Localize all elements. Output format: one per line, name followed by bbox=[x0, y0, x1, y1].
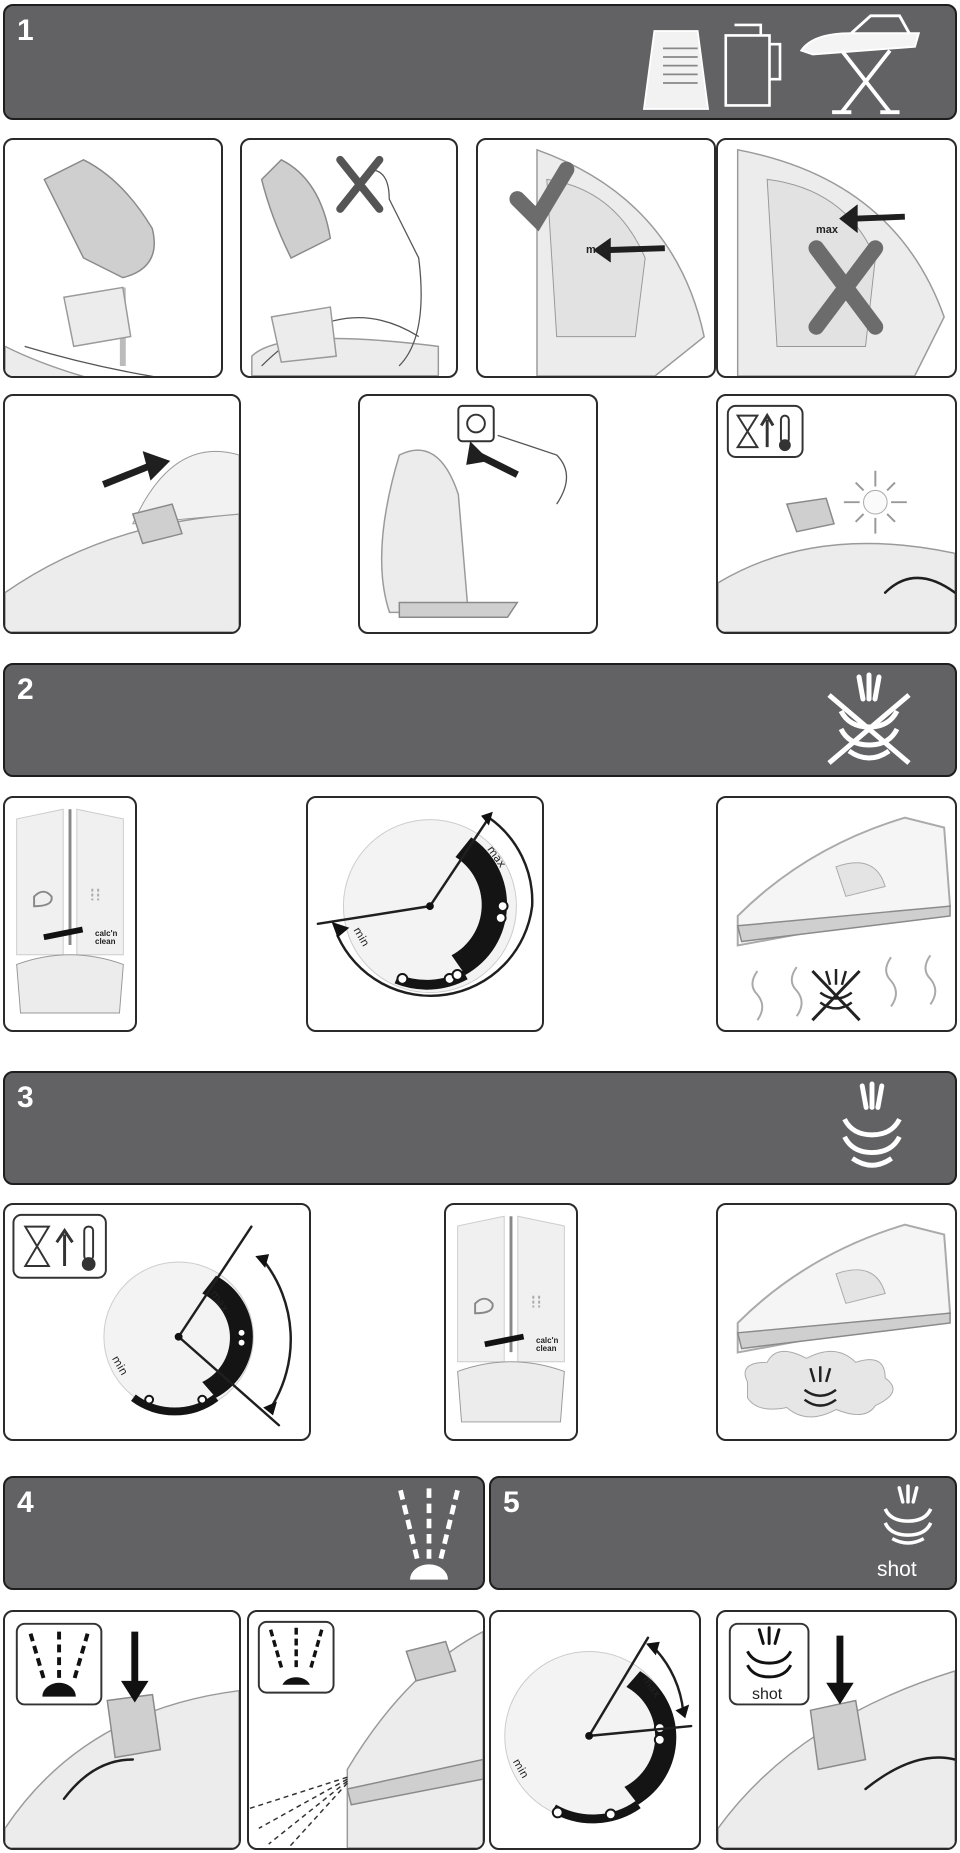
panel-shot-button: shot bbox=[716, 1610, 957, 1850]
step-number: 2 bbox=[17, 673, 34, 706]
step-1-header: 1 bbox=[3, 4, 957, 120]
water-jug-icon bbox=[724, 23, 782, 107]
tank-max-label: max bbox=[586, 244, 609, 256]
panel-spraying bbox=[247, 1610, 485, 1850]
panel-close-lid bbox=[3, 394, 241, 634]
panel-spray-button bbox=[3, 1610, 241, 1850]
panel-temperature-dial-full: max min bbox=[306, 796, 544, 1032]
step-number: 1 bbox=[17, 14, 34, 47]
panel-steam-ironing bbox=[716, 1203, 957, 1441]
steam-icon bbox=[842, 1081, 902, 1168]
panel-fill-water-sideways bbox=[3, 138, 223, 378]
panel-dry-ironing bbox=[716, 796, 957, 1032]
spray-icon bbox=[398, 1488, 460, 1580]
step-2-header: 2 bbox=[3, 663, 957, 777]
shot-button-label: shot bbox=[752, 1686, 783, 1703]
panel-fill-unplugged bbox=[240, 138, 458, 378]
panel-plug-in bbox=[358, 394, 598, 634]
step-number: 4 bbox=[17, 1486, 34, 1519]
panel-shot-dial: max min bbox=[489, 1610, 701, 1850]
tank-max-label-2: max bbox=[816, 224, 839, 236]
panel-fill-level-over: max bbox=[716, 138, 957, 378]
step-3-header: 3 bbox=[3, 1071, 957, 1185]
panel-temperature-dial-steam: max min bbox=[3, 1203, 311, 1441]
step-5-header: 5 shot bbox=[489, 1476, 957, 1590]
ironing-board-icon bbox=[799, 14, 921, 115]
step-4-header: 4 bbox=[3, 1476, 485, 1590]
panel-wait-heat bbox=[716, 394, 957, 634]
step-number: 3 bbox=[17, 1081, 34, 1114]
step-number: 5 bbox=[503, 1486, 520, 1519]
garment-label-icon bbox=[642, 30, 710, 110]
no-steam-icon bbox=[827, 672, 911, 765]
shot-label: shot bbox=[877, 1558, 917, 1581]
panel-fill-level-ok: max bbox=[476, 138, 716, 378]
shot-steam-icon bbox=[883, 1484, 933, 1545]
